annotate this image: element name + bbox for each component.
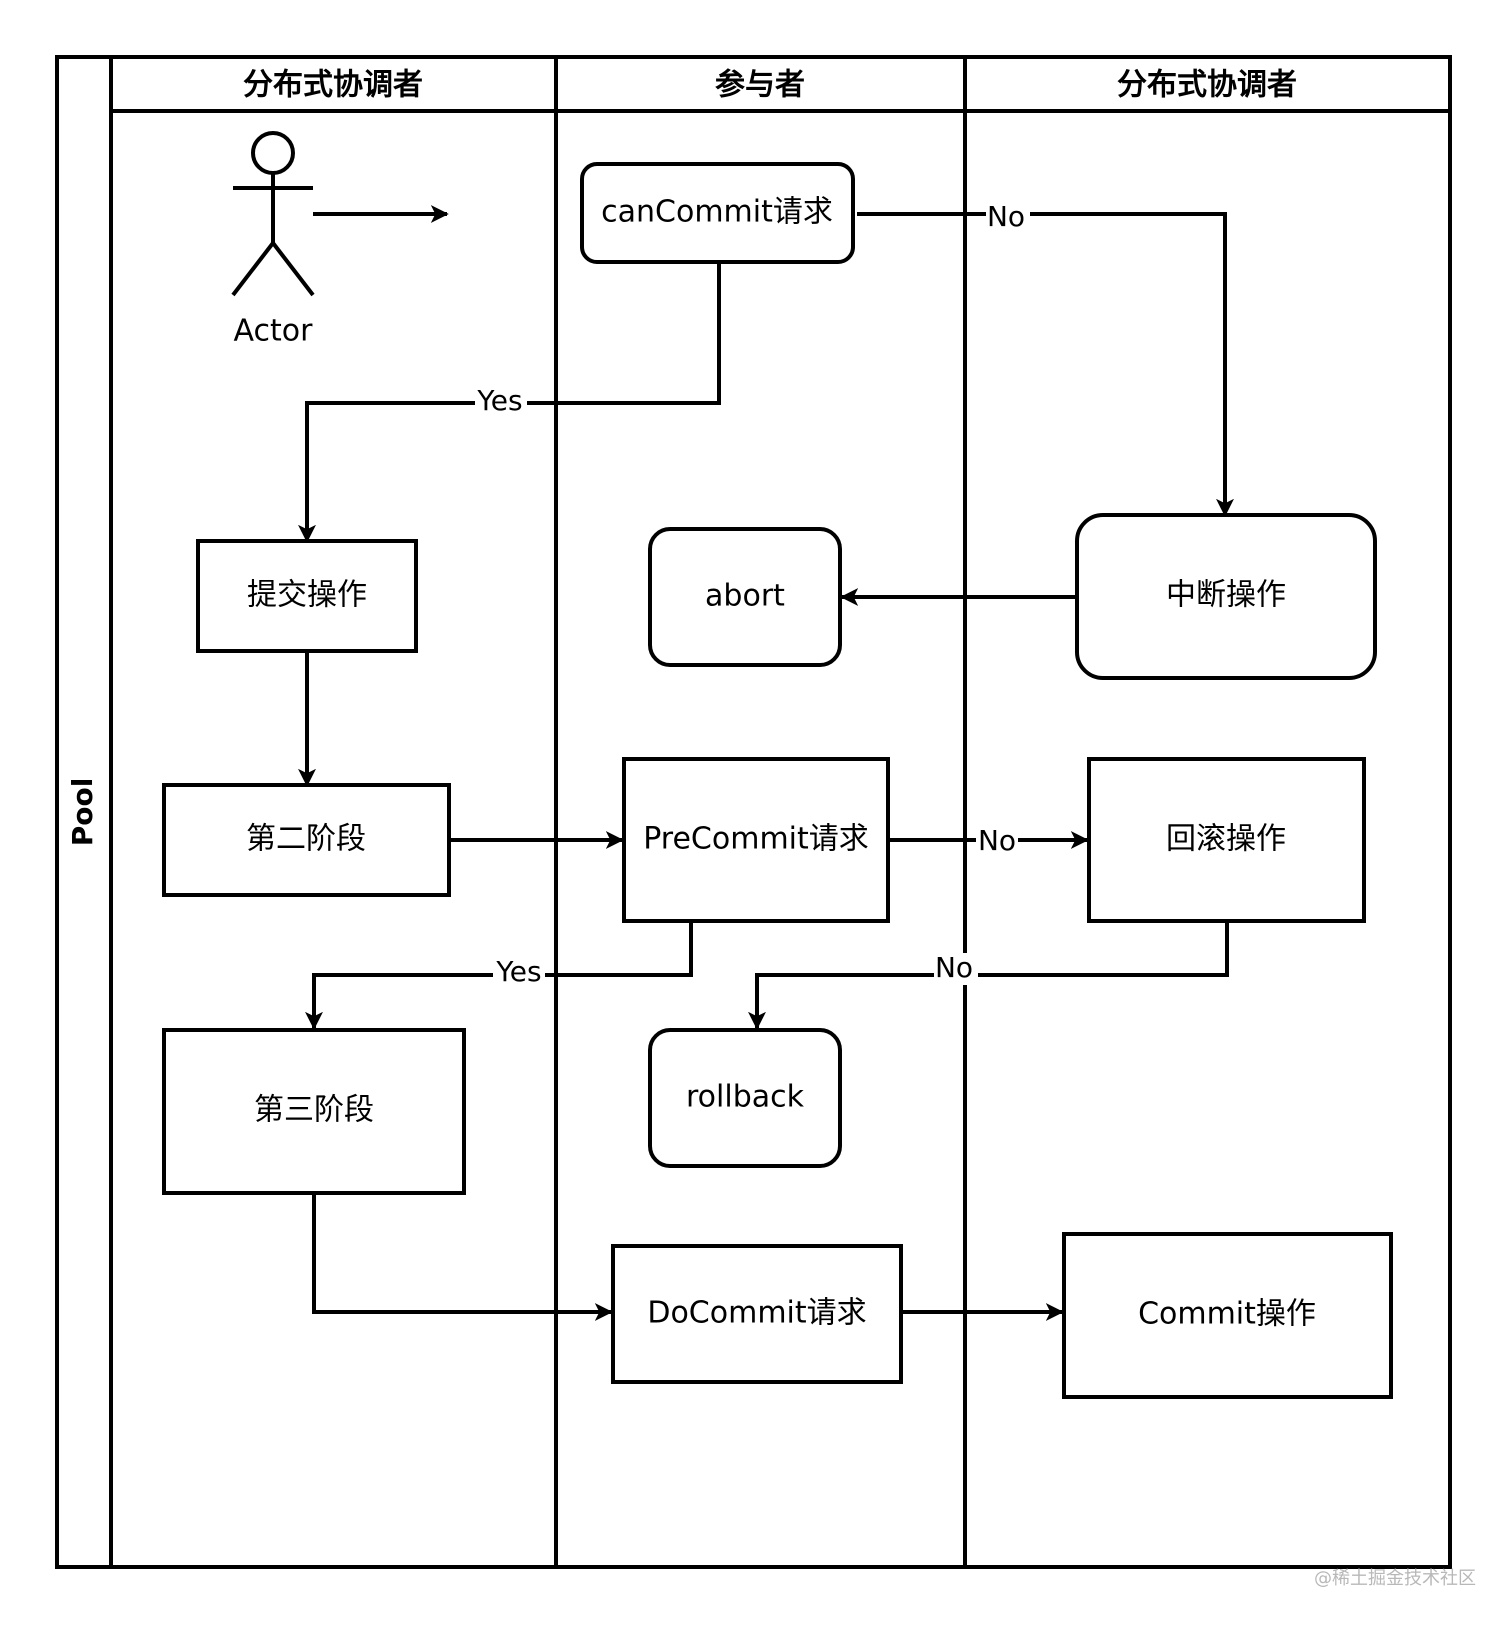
node-rollback-operation[interactable]: 回滚操作	[1087, 757, 1366, 923]
edge-label-precommit-yes: Yes	[495, 955, 541, 988]
lane-title-left: 分布式协调者	[243, 68, 423, 103]
edge-cancommit-no-to-interrupt	[857, 212, 1234, 517]
node-precommit-label: PreCommit请求	[643, 822, 869, 857]
node-docommit-request[interactable]: DoCommit请求	[611, 1244, 903, 1384]
pool-frame: Pool	[55, 55, 1452, 1569]
edge-label-rollback-op-no: No	[935, 951, 973, 984]
node-rollback[interactable]: rollback	[648, 1028, 842, 1168]
node-docommit-label: DoCommit请求	[647, 1296, 866, 1331]
lane-title-right: 分布式协调者	[1117, 68, 1297, 103]
nodes: canCommit请求 提交操作 abort 中断操作 第二阶段 PreComm…	[162, 162, 1393, 1399]
node-submit-label: 提交操作	[247, 578, 367, 613]
edge-label-cancommit-yes: Yes	[476, 384, 522, 417]
node-phase-two-label: 第二阶段	[246, 822, 366, 857]
lane-title-middle: 参与者	[715, 68, 805, 103]
node-rollback-label: rollback	[686, 1080, 805, 1115]
actor: Actor	[231, 131, 315, 349]
node-interrupt-operation[interactable]: 中断操作	[1075, 513, 1377, 680]
node-phase-three-label: 第三阶段	[254, 1093, 374, 1128]
actor-label: Actor	[234, 314, 314, 349]
node-cancommit-request[interactable]: canCommit请求	[580, 162, 855, 264]
node-interrupt-label: 中断操作	[1166, 578, 1286, 613]
node-rollback-op-label: 回滚操作	[1166, 822, 1286, 857]
node-abort[interactable]: abort	[648, 527, 842, 667]
node-submit-operation[interactable]: 提交操作	[196, 539, 418, 653]
lanes: 分布式协调者 参与者 分布式协调者	[111, 57, 1450, 1567]
actor-icon	[231, 131, 315, 297]
node-precommit-request[interactable]: PreCommit请求	[622, 757, 890, 923]
node-phase-two[interactable]: 第二阶段	[162, 783, 451, 897]
node-cancommit-label: canCommit请求	[601, 195, 833, 230]
edge-label-precommit-no: No	[978, 824, 1016, 857]
node-abort-label: abort	[705, 579, 785, 614]
node-commit-label: Commit操作	[1138, 1297, 1316, 1332]
edge-rollback-op-no-to-rollback	[748, 920, 1229, 1030]
watermark-text: @稀土掘金技术社区	[1314, 1568, 1476, 1589]
edge-phase-three-to-docommit	[312, 1191, 613, 1321]
node-commit-operation[interactable]: Commit操作	[1062, 1232, 1393, 1399]
node-phase-three[interactable]: 第三阶段	[162, 1028, 466, 1195]
edge-labels: No Yes No Yes No	[475, 200, 1030, 989]
edge-label-cancommit-no: No	[987, 200, 1025, 233]
pool-title: Pool	[66, 778, 99, 847]
pool-border	[55, 55, 1452, 1569]
